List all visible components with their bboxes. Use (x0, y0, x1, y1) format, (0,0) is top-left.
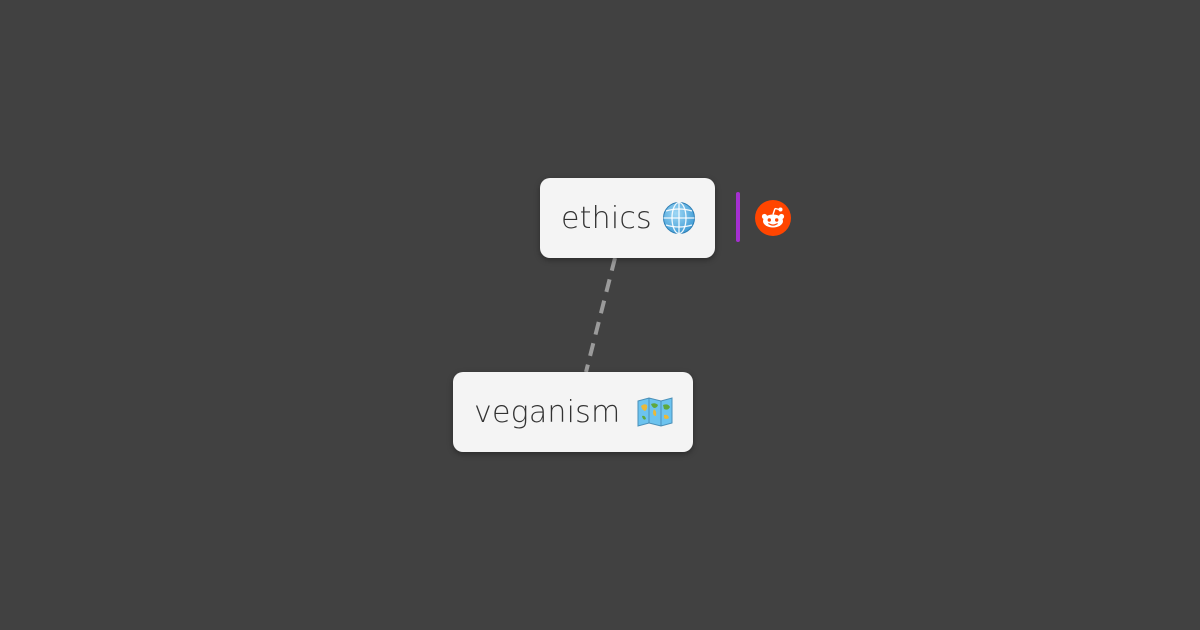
reddit-icon[interactable] (755, 200, 791, 236)
globe-icon (662, 201, 696, 235)
node-ethics-label: ethics (561, 200, 652, 236)
node-veganism-label: veganism (474, 394, 621, 430)
node-veganism[interactable]: veganism (453, 372, 693, 452)
node-ethics[interactable]: ethics (540, 178, 715, 258)
world-map-icon (637, 396, 673, 428)
dashed-edge (584, 257, 617, 373)
accent-bar (736, 192, 740, 242)
